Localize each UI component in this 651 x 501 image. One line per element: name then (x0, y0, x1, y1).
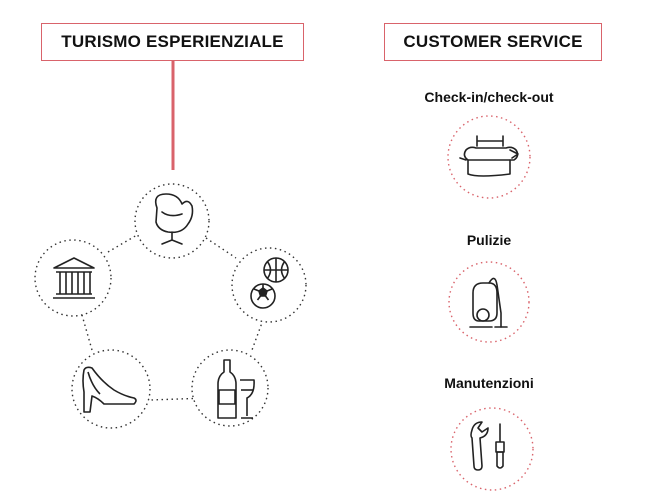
egg-chair-icon (154, 193, 194, 245)
pentagon-connections (81, 234, 264, 401)
service-checkin (447, 115, 531, 199)
turismo-esperienziale-title: TURISMO ESPERIENZIALE (41, 23, 304, 61)
service-manutenzioni (450, 407, 534, 491)
service-pulizie (448, 261, 530, 343)
sports-balls-icon (250, 257, 289, 309)
node-egg-chair (134, 183, 210, 259)
bed-icon (459, 135, 519, 177)
service-label-checkin: Check-in/check-out (424, 89, 554, 105)
service-label-manutenzioni: Manutenzioni (444, 375, 534, 391)
wrench-screwdriver-icon (470, 421, 505, 471)
vacuum-cleaner-icon (469, 277, 508, 328)
wine-bottle-glass-icon (217, 359, 255, 419)
customer-service-title: CUSTOMER SERVICE (384, 23, 602, 61)
node-wine (191, 349, 269, 427)
node-museum (34, 239, 112, 317)
museum-temple-icon (53, 257, 95, 299)
high-heel-shoe-icon (82, 366, 137, 413)
service-label-pulizie: Pulizie (466, 232, 512, 248)
node-sports-balls (231, 247, 307, 323)
node-high-heel (71, 349, 151, 429)
